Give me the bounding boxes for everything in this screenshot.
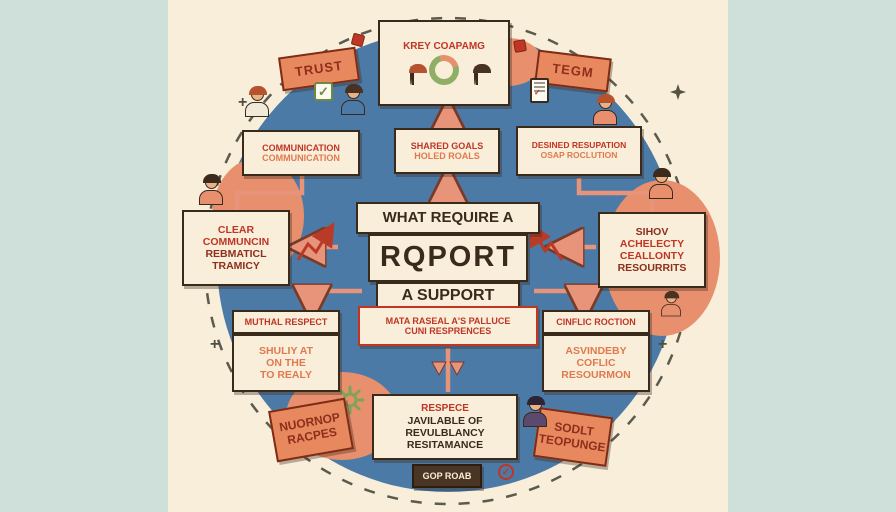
cinflic-body-box: ASVINDEBY COFLIC RESOURMON [542,334,650,392]
muthal-line: TO REALY [260,369,312,382]
center-top-text: WHAT REQUIRE A [382,209,514,227]
gift-icon [513,39,527,53]
gop-tag-box: GOP ROAB [412,464,482,488]
cinflic-header-box: CINFLIC ROCTION [542,310,650,334]
person-icon [340,84,366,115]
check-glyph: ✓ [534,89,545,97]
sihov-line: RESOURRITS [617,262,687,275]
respece-line: JAVILABLE OF [407,414,483,427]
cinflic-header: CINFLIC ROCTION [556,316,636,327]
handshake-illustration [399,49,491,91]
person-icon [198,174,224,205]
respece-box: RESPECE JAVILABLE OF REVULBLANCY RESITAM… [372,394,518,460]
trust-label: TRUST [293,57,344,79]
plus-mark: + [210,336,220,353]
center-bottom-box: A SUPPORT [376,282,520,310]
person-icon [592,94,618,125]
team-label: TEGM [551,60,595,81]
connector-comm-clear [234,176,305,210]
document-icon: ✓ [530,78,549,103]
sihov-line: SIHOV [635,225,669,238]
clear-box: CLEAR COMMUNCIN REBMATICL TRAMICY [182,210,290,286]
desined-box: DESINED RESUPATION OSAP ROCLUTION [516,126,642,176]
connector-desined-sihov [576,178,655,212]
sihov-line: ACHELECTY [619,237,685,250]
muthal-body-box: SHULIY AT ON THE TO REALY [232,334,340,392]
respece-line: RESPECE [421,403,469,415]
communication-line: COMMUNICATION [262,153,340,163]
communication-box: COMMUNICATION COMMUNICATION [242,130,360,176]
zigzag-chart-left-icon [296,222,335,261]
muthal-line: SHULIY AT [258,344,314,357]
key-box-title: KREY COAPAMG [403,40,485,52]
check-glyph: ✓ [318,83,329,99]
cinflic-line: COFLIC [576,356,616,369]
shared-goals-line: HOLED ROALS [414,151,480,161]
person-icon [522,396,548,427]
person-icon [463,63,491,85]
person-icon [648,168,674,199]
connector-center-muthal [312,291,362,306]
cycle-arrows-icon [423,49,465,91]
cinflic-line: ASVINDEBY [565,344,627,357]
mata-line: MATA RASEAL A'S PALLUCE [385,315,511,326]
respece-line: REVULBLANCY [405,426,485,439]
zigzag-chart-right-icon [528,221,564,261]
arrowhead-down-right [449,361,465,377]
desined-line: DESINED RESUPATION [531,140,627,151]
mata-line: CUNI RESPRENCES [404,326,492,336]
shared-goals-box: SHARED GOALS HOLED ROALS [394,128,500,174]
plus-mark: + [238,94,248,111]
plus-mark: + [658,336,668,353]
circle-check-icon: ✓ [498,464,514,480]
cinflic-line: RESOURMON [561,369,631,382]
mata-box: MATA RASEAL A'S PALLUCE CUNI RESPRENCES [358,306,538,346]
center-main-box: RQPORT [368,234,528,282]
sihov-box: SIHOV ACHELECTY CEALLONTY RESOURRITS [598,212,706,288]
muthal-header-box: MUTHAL RESPECT [232,310,340,334]
muthal-line: ON THE [266,356,306,369]
person-icon [244,86,270,117]
checkbox-icon: ✓ [314,82,333,101]
person-icon [660,290,681,317]
clear-line: TRAMICY [212,260,260,273]
sodlt-line: TEOPUNGE [537,431,607,455]
clear-line: COMMUNCIN [202,235,270,248]
respece-line: RESITAMANCE [406,438,484,451]
desined-line: OSAP ROCLUTION [540,150,618,160]
connector-center-cinflic [534,291,584,306]
person-icon [399,63,427,85]
center-top-box: WHAT REQUIRE A [356,202,540,234]
shared-goals-line: SHARED GOALS [410,140,484,151]
clear-line: CLEAR [217,223,255,236]
sparkle-icon [670,84,686,100]
check-glyph: ✓ [501,466,511,478]
arrowhead-down-left [431,361,447,377]
muthal-header: MUTHAL RESPECT [244,316,328,327]
sihov-line: CEALLONTY [619,250,685,262]
center-main-text: RQPORT [379,241,517,274]
center-bottom-text: A SUPPORT [401,286,495,304]
key-box: KREY COAPAMG [378,20,510,106]
communication-line: COMMUNICATION [262,142,340,153]
clear-line: REBMATICL [205,248,267,260]
gop-label: GOP ROAB [422,470,472,481]
